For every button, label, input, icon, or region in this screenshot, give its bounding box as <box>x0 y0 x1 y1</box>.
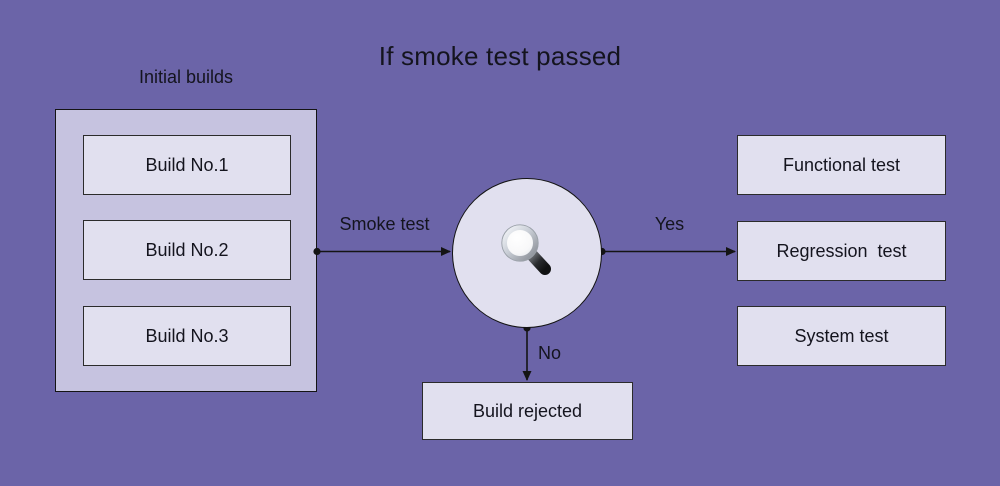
build-node-3-label: Build No.3 <box>145 325 229 346</box>
system-test-node[interactable]: System test <box>737 306 946 366</box>
magnifying-glass-icon <box>501 224 551 275</box>
regression-test-node[interactable]: Regression test <box>737 221 946 281</box>
build-node-2-label: Build No.2 <box>145 239 229 260</box>
build-rejected-label: Build rejected <box>472 400 583 421</box>
build-node-1-label: Build No.1 <box>145 154 229 175</box>
edge-label-yes: Yes <box>654 214 685 234</box>
edge-label-smoke-test: Smoke test <box>339 214 430 234</box>
build-node-1[interactable]: Build No.1 <box>83 135 291 195</box>
diagram-title: If smoke test passed <box>378 41 622 71</box>
edge-label-no: No <box>538 343 562 363</box>
build-rejected-node[interactable]: Build rejected <box>422 382 633 440</box>
smoke-test-decision-node[interactable] <box>452 178 602 328</box>
functional-test-label: Functional test <box>782 154 901 175</box>
system-test-label: System test <box>794 325 889 346</box>
initial-builds-label: Initial builds <box>138 67 234 87</box>
build-node-3[interactable]: Build No.3 <box>83 306 291 366</box>
build-node-2[interactable]: Build No.2 <box>83 220 291 280</box>
functional-test-node[interactable]: Functional test <box>737 135 946 195</box>
regression-test-label: Regression test <box>776 240 907 261</box>
